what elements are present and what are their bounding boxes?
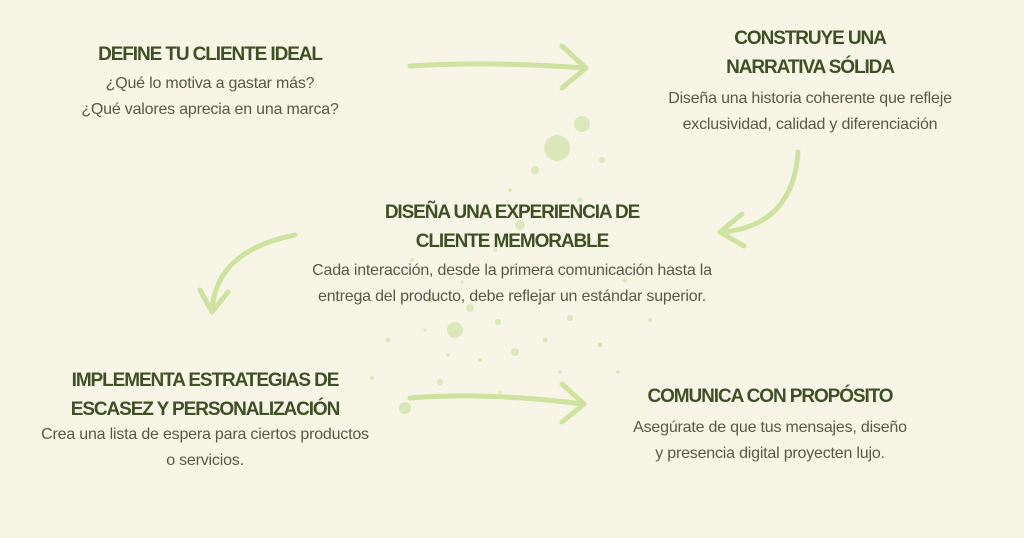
- step-title-line: IMPLEMENTA ESTRATEGIAS DE: [71, 370, 340, 391]
- step-description: Crea una lista de espera para ciertos pr…: [20, 422, 390, 474]
- step-title-line: DEFINE TU CLIENTE IDEAL: [98, 44, 323, 65]
- step-description: ¿Qué lo motiva a gastar más? ¿Qué valore…: [40, 71, 380, 123]
- step-description: Cada interacción, desde la primera comun…: [262, 258, 762, 310]
- step-title-line: ESCASEZ Y PERSONALIZACIÓN: [70, 399, 341, 420]
- step-desc-line: ¿Qué lo motiva a gastar más?: [105, 75, 315, 92]
- arrow-4-to-5: [407, 381, 587, 425]
- step-title: IMPLEMENTA ESTRATEGIAS DE ESCASEZ Y PERS…: [20, 366, 390, 424]
- step-title-line: CONSTRUYE UNA: [734, 28, 887, 49]
- step-desc-line: Diseña una historia coherente que reflej…: [668, 90, 952, 107]
- step-build-narrative: CONSTRUYE UNA NARRATIVA SÓLIDA Diseña un…: [620, 24, 1000, 138]
- step-title: CONSTRUYE UNA NARRATIVA SÓLIDA: [620, 24, 1000, 82]
- step-title-line: COMUNICA CON PROPÓSITO: [647, 386, 894, 407]
- step-title: COMUNICA CON PROPÓSITO: [590, 382, 950, 411]
- step-desc-line: entrega del producto, debe reflejar un e…: [318, 288, 706, 305]
- step-define-client: DEFINE TU CLIENTE IDEAL ¿Qué lo motiva a…: [40, 40, 380, 123]
- step-desc-line: Crea una lista de espera para ciertos pr…: [41, 426, 369, 443]
- step-description: Diseña una historia coherente que reflej…: [620, 86, 1000, 138]
- arrow-1-to-2: [407, 43, 589, 91]
- step-desc-line: exclusividad, calidad y diferenciación: [682, 116, 938, 133]
- step-communicate-purpose: COMUNICA CON PROPÓSITO Asegúrate de que …: [590, 382, 950, 467]
- step-title: DEFINE TU CLIENTE IDEAL: [40, 40, 380, 69]
- step-title-line: NARRATIVA SÓLIDA: [726, 57, 895, 78]
- step-desc-line: ¿Qué valores aprecia en una marca?: [81, 101, 339, 118]
- step-title: DISEÑA UNA EXPERIENCIA DE CLIENTE MEMORA…: [262, 198, 762, 256]
- step-desc-line: y presencia digital proyecten lujo.: [655, 445, 885, 462]
- step-design-experience: DISEÑA UNA EXPERIENCIA DE CLIENTE MEMORA…: [262, 198, 762, 310]
- step-description: Asegúrate de que tus mensajes, diseño y …: [590, 415, 950, 467]
- arrow-3-to-4: [197, 232, 298, 315]
- step-desc-line: Cada interacción, desde la primera comun…: [312, 262, 712, 279]
- step-desc-line: Asegúrate de que tus mensajes, diseño: [633, 419, 907, 436]
- step-scarcity-strategies: IMPLEMENTA ESTRATEGIAS DE ESCASEZ Y PERS…: [20, 366, 390, 474]
- step-title-line: DISEÑA UNA EXPERIENCIA DE: [384, 202, 640, 223]
- step-title-line: CLIENTE MEMORABLE: [415, 231, 610, 252]
- step-desc-line: o servicios.: [166, 452, 244, 469]
- paint-splash: [358, 116, 652, 414]
- arrow-2-to-3: [717, 149, 801, 249]
